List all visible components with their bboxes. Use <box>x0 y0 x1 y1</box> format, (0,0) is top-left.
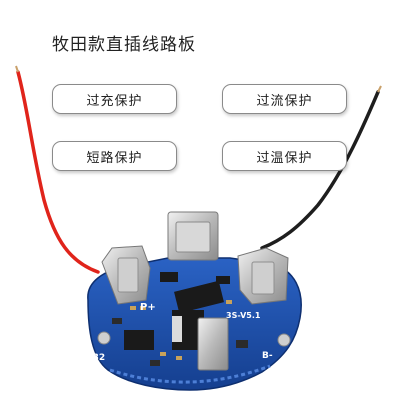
feature-short-circuit: 短路保护 <box>52 141 177 171</box>
feature-overcharge: 过充保护 <box>52 84 177 114</box>
feature-overtemperature: 过温保护 <box>222 141 347 171</box>
version-label: 3S-V5.1 <box>226 311 261 320</box>
pad-label-positive: P+ <box>140 302 156 313</box>
pad-label-b-minus: B- <box>262 351 273 361</box>
pad-label-b2: B2 <box>92 353 105 363</box>
page-title: 牧田款直插线路板 <box>52 35 196 55</box>
ic-chip <box>174 280 224 314</box>
red-wire <box>16 70 100 274</box>
feature-overcurrent: 过流保护 <box>222 84 347 114</box>
black-wire <box>260 90 380 250</box>
